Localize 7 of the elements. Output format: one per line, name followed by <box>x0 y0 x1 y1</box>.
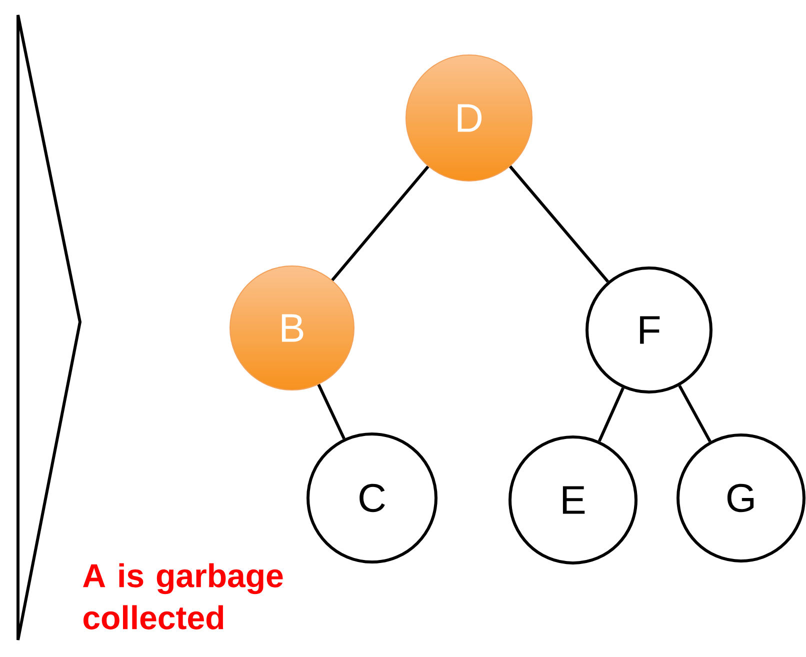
tree-edge <box>508 165 610 283</box>
tree-edge <box>598 387 624 442</box>
note-text: A is garbage collected <box>83 563 283 630</box>
chevron-shape <box>16 14 82 642</box>
tree-edge <box>331 166 430 282</box>
tree-edge <box>317 384 346 440</box>
tree-edge <box>678 384 712 442</box>
